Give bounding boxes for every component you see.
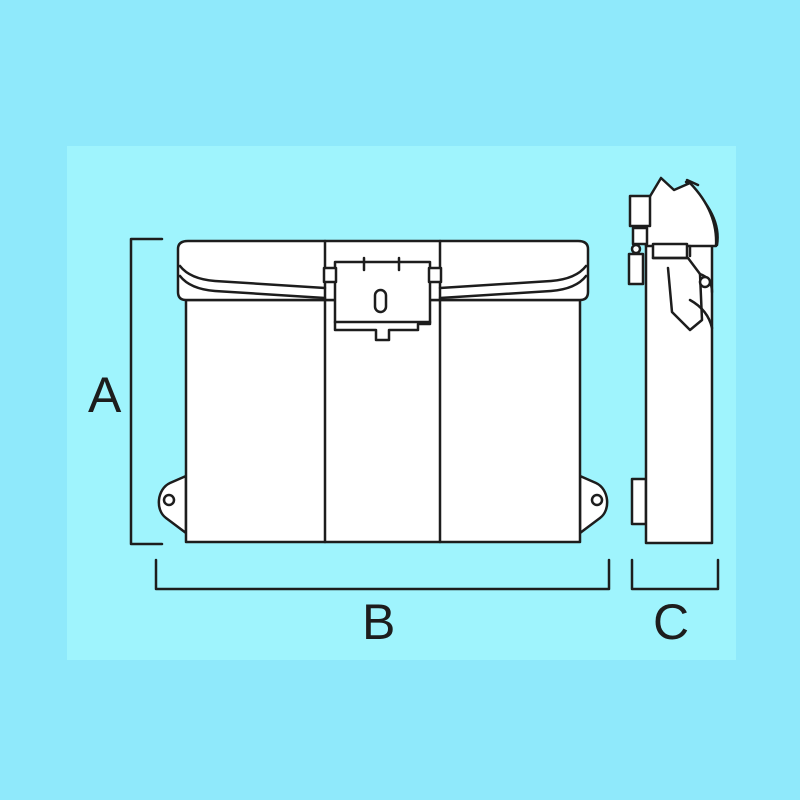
lock-slot [373,288,388,314]
dimension-a-label: A [88,367,122,423]
dimension-a-bracket [129,237,164,546]
side-body [644,239,714,545]
dimension-b-label: B [362,594,396,650]
side-view [627,176,719,545]
side-open-lid [644,176,718,248]
dimension-brackets [129,237,720,591]
dimension-c-label: C [653,594,690,650]
front-view [157,239,609,544]
dimension-b-bracket [154,558,611,591]
dimension-c-bracket [630,558,720,591]
